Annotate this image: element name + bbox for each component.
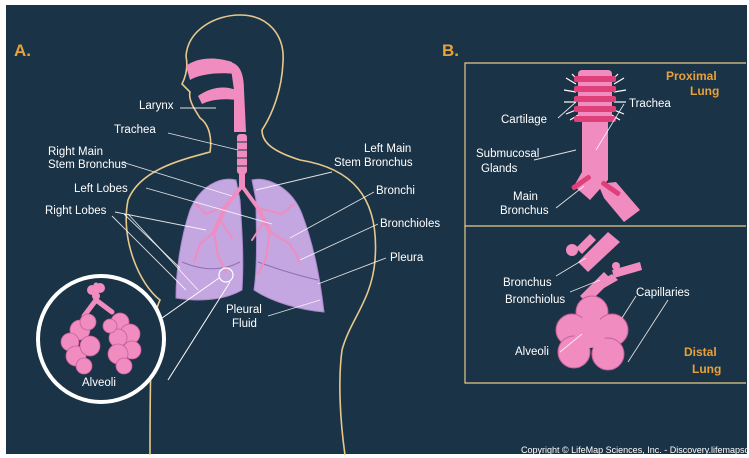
copyright-notice: Copyright © LifeMap Sciences, Inc. - Dis… bbox=[521, 445, 749, 455]
label-pleura: Pleura bbox=[390, 252, 424, 264]
label-bronchioles: Bronchioles bbox=[380, 218, 440, 230]
panel-a-letter: A. bbox=[14, 41, 31, 60]
label-proximal-lung: Lung bbox=[690, 84, 719, 98]
label-distal-lung: Lung bbox=[692, 362, 721, 376]
label-left-lobes: Left Lobes bbox=[74, 183, 128, 195]
label-right-main-stem-bronchus-1: Right Main bbox=[48, 146, 103, 158]
label-proximal: Proximal bbox=[666, 69, 717, 83]
alveoli-inset: Alveoli bbox=[38, 276, 164, 402]
trachea-tube bbox=[237, 134, 247, 174]
inset-alveoli-label: Alveoli bbox=[82, 377, 116, 389]
label-right-main-stem-bronchus-2: Stem Bronchus bbox=[48, 159, 127, 171]
label-distal: Distal bbox=[684, 345, 717, 359]
label-bronchiolus: Bronchiolus bbox=[505, 294, 565, 306]
label-larynx: Larynx bbox=[139, 100, 174, 112]
label-trachea: Trachea bbox=[114, 124, 156, 136]
label-bronchi: Bronchi bbox=[376, 185, 415, 197]
label-left-main-stem-bronchus-2: Stem Bronchus bbox=[334, 157, 413, 169]
panel-b-letter: B. bbox=[442, 41, 459, 60]
label-cartilage: Cartilage bbox=[501, 114, 547, 126]
label-main-bronchus-2: Bronchus bbox=[500, 205, 549, 217]
label-right-lobes: Right Lobes bbox=[45, 205, 107, 217]
label-pleural-fluid-2: Fluid bbox=[232, 318, 257, 330]
label-bronchus: Bronchus bbox=[503, 277, 552, 289]
label-pleural-fluid-1: Pleural bbox=[226, 304, 262, 316]
label-alveoli-b: Alveoli bbox=[515, 346, 549, 358]
label-submucosal-glands-2: Glands bbox=[481, 163, 518, 175]
label-capillaries: Capillaries bbox=[636, 287, 690, 299]
label-submucosal-glands-1: Submucosal bbox=[476, 148, 539, 160]
label-main-bronchus-1: Main bbox=[513, 191, 538, 203]
label-trachea-b: Trachea bbox=[629, 98, 671, 110]
label-left-main-stem-bronchus-1: Left Main bbox=[364, 143, 411, 155]
